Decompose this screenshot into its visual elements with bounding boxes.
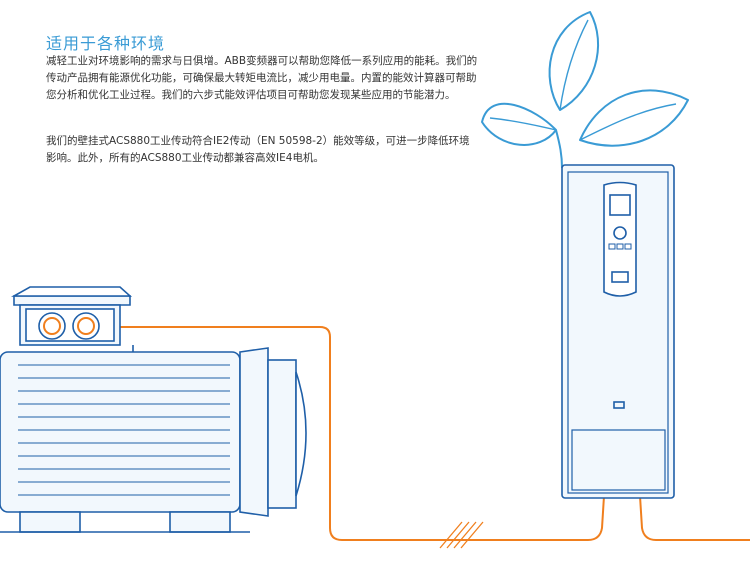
cable <box>100 326 750 541</box>
motor-icon <box>0 286 307 533</box>
body-paragraph-1: 减轻工业对环境影响的需求与日俱增。ABB变频器可以帮助您降低一系列应用的能耗。我… <box>46 55 478 101</box>
leaves-icon <box>481 11 689 169</box>
body-paragraph-2: 我们的壁挂式ACS880工业传动符合IE2传动（EN 50598-2）能效等级，… <box>46 135 470 164</box>
drive-cabinet-icon <box>561 164 675 499</box>
cable-break-mark <box>439 521 484 549</box>
page-title: 适用于各种环境 <box>46 34 166 53</box>
